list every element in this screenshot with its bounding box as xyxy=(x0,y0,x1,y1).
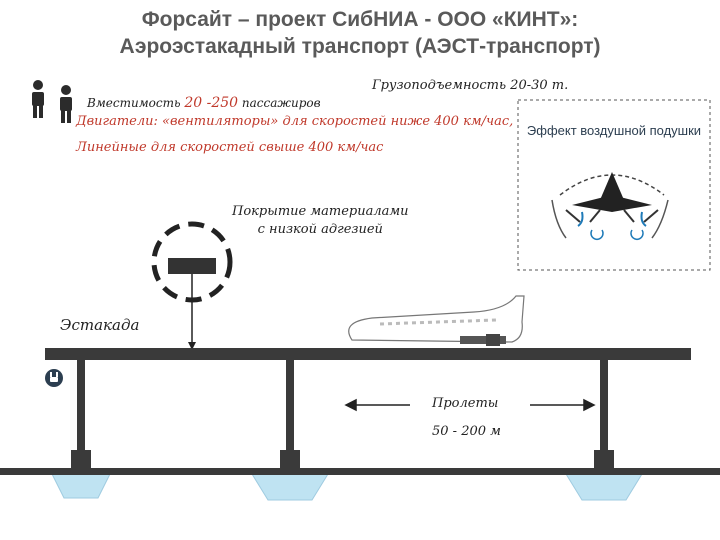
page-title: Форсайт – проект СибНИА - ООО «КИНТ»: Аэ… xyxy=(0,6,720,60)
support-pillar xyxy=(251,360,329,501)
person-icon xyxy=(60,85,72,123)
engines-text: Двигатели: «вентиляторы» для скоростей н… xyxy=(76,114,514,129)
title-line-1: Форсайт – проект СибНИА - ООО «КИНТ»: xyxy=(141,8,579,31)
coating-line-2: с низкой адгезией xyxy=(257,222,383,237)
air-cushion-box xyxy=(517,99,711,271)
capacity-text: Вместимость 20 -250 пассажиров xyxy=(87,95,321,111)
trestle-beam xyxy=(45,348,691,360)
support-pillar xyxy=(565,360,643,501)
capacity-unit: пассажиров xyxy=(241,96,321,110)
trestle-label: Эстакада xyxy=(60,316,140,334)
air-cushion-label: Эффект воздушной подушки xyxy=(526,123,702,138)
coating-callout xyxy=(151,221,233,350)
power-plug-icon xyxy=(45,369,63,387)
aircraft xyxy=(348,295,525,346)
coating-label: Покрытие материалами с низкой адгезией xyxy=(232,203,409,239)
title-line-2: Аэроэстакадный транспорт (АЭСТ-транспорт… xyxy=(119,35,601,58)
ground xyxy=(0,468,720,475)
spans-range: 50 - 200 м xyxy=(432,424,501,439)
coating-line-1: Покрытие материалами xyxy=(232,204,409,219)
linear-engines-text: Линейные для скоростей свыше 400 км/час xyxy=(76,140,384,155)
spans-label: Пролеты xyxy=(432,396,499,411)
capacity-value: 20 -250 xyxy=(184,95,239,111)
cargo-capacity: Грузоподъемность 20-30 т. xyxy=(372,78,569,93)
air-cushion-illustration xyxy=(551,172,669,240)
person-icon xyxy=(32,80,44,118)
capacity-label: Вместимость xyxy=(87,96,181,110)
span-arrows xyxy=(344,398,596,412)
